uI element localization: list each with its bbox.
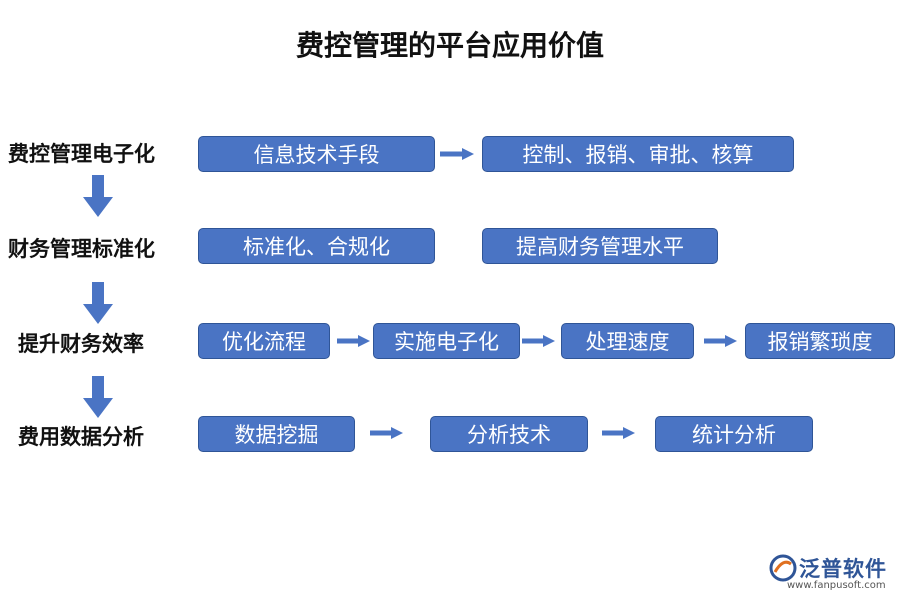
logo-url: www.fanpusoft.com	[787, 580, 886, 591]
arrow-down-icon	[83, 175, 113, 217]
box-r4-1: 数据挖掘	[198, 416, 355, 452]
row-label-4: 费用数据分析	[18, 424, 144, 449]
row-label-3: 提升财务效率	[18, 331, 144, 356]
logo-name: 泛普软件	[799, 557, 887, 581]
arrow-right-icon	[370, 427, 403, 439]
box-r3-2: 实施电子化	[373, 323, 520, 359]
arrow-right-icon	[522, 335, 555, 347]
box-r4-3: 统计分析	[655, 416, 813, 452]
diagram-title: 费控管理的平台应用价值	[295, 29, 604, 62]
box-r1-1: 信息技术手段	[198, 136, 435, 172]
brand-logo: 泛普软件 www.fanpusoft.com	[765, 552, 895, 596]
arrow-right-icon	[602, 427, 635, 439]
arrow-down-icon	[83, 282, 113, 324]
logo-mark-icon	[769, 554, 797, 582]
arrow-down-icon	[83, 376, 113, 418]
arrow-right-icon	[337, 335, 370, 347]
box-r3-3: 处理速度	[561, 323, 694, 359]
box-r3-4: 报销繁琐度	[745, 323, 895, 359]
arrow-right-icon	[704, 335, 737, 347]
box-r1-2: 控制、报销、审批、核算	[482, 136, 794, 172]
box-r2-1: 标准化、合规化	[198, 228, 435, 264]
box-r2-2: 提高财务管理水平	[482, 228, 718, 264]
row-label-2: 财务管理标准化	[8, 236, 155, 261]
box-r4-2: 分析技术	[430, 416, 588, 452]
box-r3-1: 优化流程	[198, 323, 330, 359]
row-label-1: 费控管理电子化	[8, 141, 155, 166]
arrow-right-icon	[440, 148, 474, 160]
